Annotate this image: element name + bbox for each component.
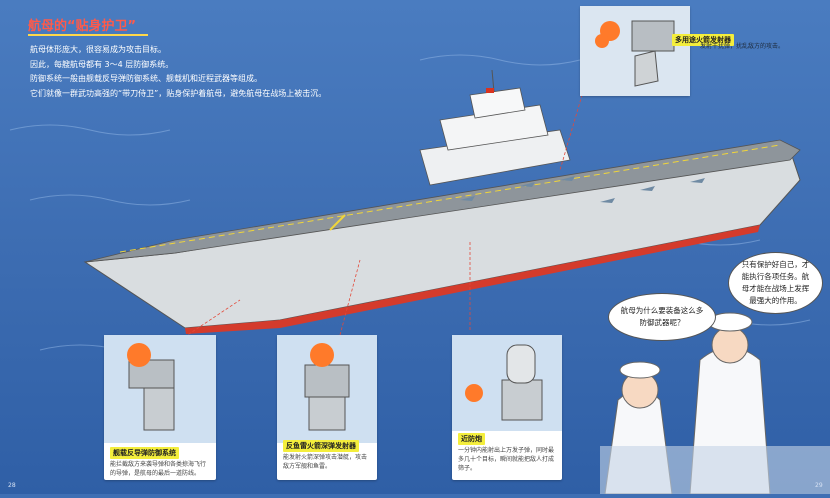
callout-desc: 能拦截敌方来袭导弹和各类掠海飞行的导弹，是航母的最后一道防线。 [110, 461, 207, 477]
callout-label: 多用途火箭发射器 [672, 34, 734, 46]
intro-line: 防御系统一般由舰载反导弹防御系统、舰载机和近程武器等组成。 [30, 74, 262, 83]
aircraft-carrier [83, 69, 801, 334]
officers [600, 312, 830, 495]
callout-anti-submarine: 反鱼雷火箭深弹发射器 能发射火箭深弹攻击潜艇，攻击敌方军舰和鱼雷。 [277, 335, 377, 480]
callout-desc: 能发射火箭深弹攻击潜艇，攻击敌方军舰和鱼雷。 [283, 454, 368, 470]
callout-desc: 一分钟内能射出上万发子弹，同时最多几十个目标，瞬间就能把敌人打成筛子。 [458, 447, 555, 472]
speech-bubble-child: 航母为什么要装备这么多防御武器呢？ [608, 293, 716, 341]
callout-anti-missile: 舰载反导弹防御系统 能拦截敌方来袭导弹和各类掠海飞行的导弹，是航母的最后一道防线… [104, 335, 216, 480]
missile-defense-icon [104, 335, 216, 443]
callout-desc: 发射干扰弹，扰乱敌方的攻击。 [700, 43, 785, 50]
title-underline [28, 34, 148, 36]
intro-text: 航母体形庞大，很容易成为攻击目标。 因此，每艘航母都有 3～4 层防御系统。 防… [30, 43, 370, 101]
page-number-right: 29 [815, 482, 823, 489]
callout-label: 舰载反导弹防御系统 [110, 447, 179, 459]
close-in-weapon-icon [452, 335, 562, 431]
page-number-left: 28 [8, 482, 16, 489]
rocket-launcher-icon [580, 6, 690, 96]
intro-line: 因此，每艘航母都有 3～4 层防御系统。 [30, 59, 174, 69]
page-title: 航母的“贴身护卫” [28, 19, 137, 34]
speech-bubble-officer: 只有保护好自己，才能执行各项任务。航母才能在战场上发挥最强大的作用。 [728, 252, 823, 314]
intro-line: 它们就像一群武功高强的“带刀侍卫”，贴身保护着航母，避免航母在战场上被击沉。 [30, 88, 327, 98]
callout-label: 近防炮 [458, 433, 485, 445]
intro-line: 航母体形庞大，很容易成为攻击目标。 [30, 45, 166, 54]
callout-multi-purpose-launcher: 多用途火箭发射器 [580, 6, 734, 96]
callout-ciws: 近防炮 一分钟内能射出上万发子弹，同时最多几十个目标，瞬间就能把敌人打成筛子。 [452, 335, 562, 480]
depth-charge-launcher-icon [277, 335, 377, 443]
callout-label: 反鱼雷火箭深弹发射器 [283, 440, 359, 452]
